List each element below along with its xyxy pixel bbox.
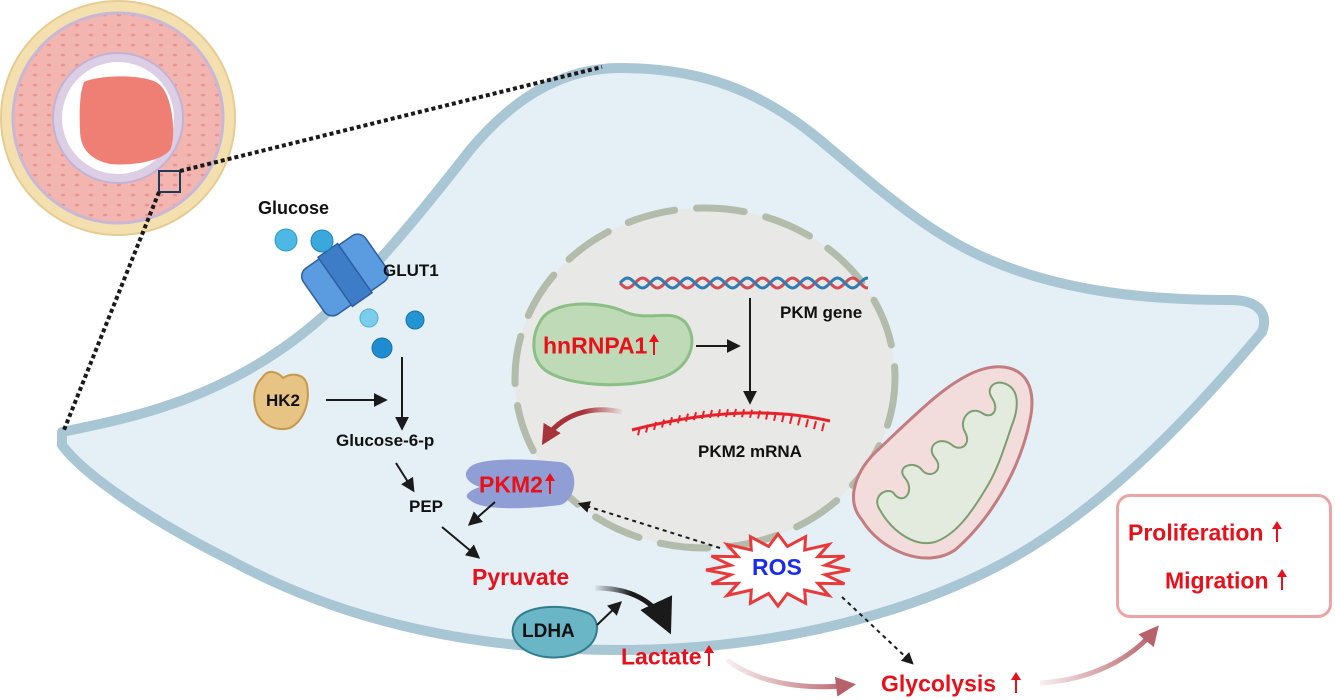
- mrna-tick: [821, 422, 825, 432]
- dna-helix-icon: [618, 276, 869, 290]
- label-proliferation: Proliferation: [1128, 521, 1282, 545]
- glucose-molecule-icon: [359, 308, 379, 328]
- mrna-tick: [813, 420, 817, 430]
- mrna-tick: [773, 412, 777, 421]
- mrna-tick: [653, 421, 657, 431]
- up-arrow-icon: [649, 334, 660, 355]
- mrna-tick: [725, 408, 729, 418]
- mrna-tick: [685, 413, 689, 422]
- label-hk2: HK2: [266, 391, 301, 410]
- mrna-tick: [661, 419, 665, 428]
- arrow-lactate-to-glycolysis: [725, 658, 856, 697]
- up-arrow-icon: [1271, 521, 1282, 542]
- proliferation-text: Proliferation: [1128, 519, 1264, 546]
- glucose-molecule-icon: [371, 337, 393, 359]
- pkm2-text: PKM2: [479, 471, 543, 498]
- hnrnpa1-protein-icon: [532, 302, 694, 387]
- mrna-tick: [757, 410, 761, 419]
- label-glucose-6-p: Glucose-6-p: [336, 431, 435, 450]
- mrna-strand-icon: [631, 408, 831, 436]
- mitochondrion-icon: [852, 365, 1034, 560]
- mrna-tick: [805, 418, 809, 428]
- arrow-pep-to-pyruvate: [441, 526, 481, 559]
- mrna-tick: [677, 415, 681, 424]
- label-glycolysis: Glycolysis: [881, 672, 1021, 696]
- mrna-tick: [637, 426, 641, 436]
- mrna-tick: [765, 411, 769, 420]
- label-ros: ROS: [752, 554, 802, 580]
- glycolysis-text: Glycolysis: [881, 670, 997, 697]
- ldha-enzyme-icon: [511, 605, 598, 659]
- mrna-tick: [733, 408, 737, 418]
- label-ldha: LDHA: [522, 621, 575, 642]
- mrna-tick: [693, 411, 697, 421]
- label-lactate: Lactate: [621, 645, 714, 669]
- up-arrow-icon: [544, 473, 555, 494]
- glucose-molecules: [274, 228, 425, 359]
- blood-vessel-cross-section-icon: [0, 0, 236, 236]
- mrna-tick: [717, 409, 721, 418]
- pathway-arrows: [326, 298, 914, 665]
- hk2-enzyme-icon: [253, 371, 309, 430]
- arrow-mrna-to-pkm2: [541, 407, 623, 446]
- mrna-tick: [789, 415, 793, 424]
- arrow-pkm2-to-pep: [467, 501, 496, 526]
- glucose-molecule-icon: [310, 229, 334, 253]
- mrna-tick: [669, 417, 673, 426]
- mrna-tick: [741, 409, 745, 418]
- up-arrow-icon: [1276, 569, 1287, 590]
- lactate-text: Lactate: [621, 643, 702, 670]
- pkm2-enzyme-icon: [465, 459, 575, 509]
- hnrnpa1-text: hnRNPA1: [543, 332, 648, 359]
- label-glucose: Glucose: [258, 198, 330, 218]
- label-pkm2-mrna: PKM2 mRNA: [698, 442, 802, 461]
- up-arrow-icon: [703, 645, 714, 666]
- label-pkm2: PKM2: [479, 473, 555, 497]
- arrow-ldha: [596, 601, 623, 626]
- label-hnrnpa1: hnRNPA1: [543, 332, 660, 359]
- ros-burst-icon: [705, 531, 851, 609]
- label-pkm-gene: PKM gene: [780, 303, 863, 322]
- arrow-glycolysis-to-outcome: [1039, 625, 1159, 686]
- label-pyruvate: Pyruvate: [472, 564, 570, 590]
- arrow-ros-to-pkm2: [577, 501, 721, 549]
- label-migration: Migration: [1165, 569, 1287, 593]
- label-glut1: GLUT1: [383, 261, 439, 280]
- mrna-tick: [781, 413, 785, 423]
- arrow-g6p-to-pep: [395, 462, 415, 493]
- up-arrow-icon: [1010, 672, 1021, 693]
- glucose-molecule-icon: [405, 310, 425, 330]
- mrna-tick: [701, 410, 705, 420]
- zoom-indicator-lines: [62, 65, 603, 431]
- mrna-tick: [645, 424, 649, 433]
- outcome-box: [1116, 494, 1332, 618]
- arrow-pyruvate-to-lactate: [594, 585, 673, 635]
- migration-text: Migration: [1165, 567, 1269, 594]
- glut1-transporter-icon: [300, 233, 390, 317]
- mrna-tick: [749, 409, 753, 419]
- glucose-molecule-icon: [274, 228, 298, 252]
- arrow-ros-to-glycolysis: [841, 596, 914, 665]
- label-pep: PEP: [409, 497, 444, 516]
- mrna-tick: [797, 417, 801, 426]
- mrna-tick: [709, 409, 713, 419]
- nucleus-icon: [511, 204, 899, 552]
